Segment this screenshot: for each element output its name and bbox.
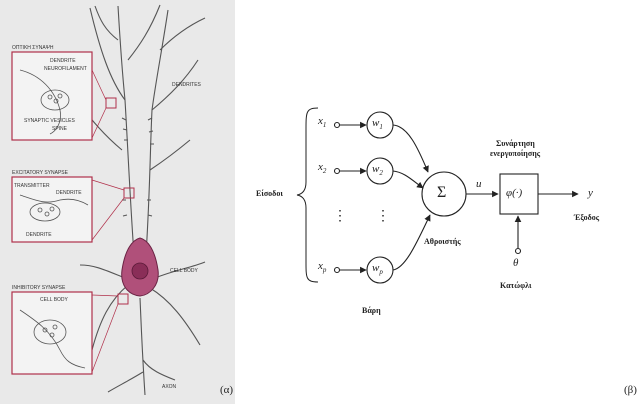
input-sub-1: 1: [323, 121, 327, 129]
input-2-label: x2: [318, 161, 326, 175]
activation-title-2: ενεργοποίησης: [490, 149, 540, 158]
panel-b-caption: (β): [624, 384, 637, 396]
inputs-brace: [297, 108, 318, 282]
theta-symbol: θ: [513, 257, 518, 269]
input-p-terminal: [335, 268, 340, 273]
weight-sub-p: p: [379, 268, 383, 276]
weight-1-label: w1: [372, 117, 383, 131]
input-2-terminal: [335, 169, 340, 174]
weight-sub-1: 1: [379, 123, 383, 131]
weights-vdots: ⋮: [376, 208, 390, 225]
input-1-terminal: [335, 123, 340, 128]
input-1-label: x1: [318, 115, 326, 129]
phi-symbol: φ(·): [506, 187, 522, 199]
weights-label: Βάρη: [362, 306, 381, 315]
summer-label: Αθροιστής: [424, 237, 461, 246]
inputs-vdots: ⋮: [333, 208, 347, 225]
inputs-label: Είσοδοι: [256, 189, 283, 198]
threshold-label: Κατώφλι: [500, 281, 531, 290]
input-sub-2: 2: [323, 167, 327, 175]
activation-title-1: Συνάρτηση: [496, 139, 535, 148]
output-label: Έξοδος: [574, 213, 599, 222]
weight-sub-2: 2: [379, 169, 383, 177]
u-label: u: [476, 178, 482, 190]
output-y: y: [588, 187, 593, 199]
weight-2-label: w2: [372, 163, 383, 177]
input-p-label: xp: [318, 260, 326, 274]
input-sub-p: p: [323, 266, 327, 274]
sigma-symbol: Σ: [437, 184, 446, 202]
weight-p-label: wp: [372, 262, 383, 276]
threshold-terminal: [516, 249, 521, 254]
